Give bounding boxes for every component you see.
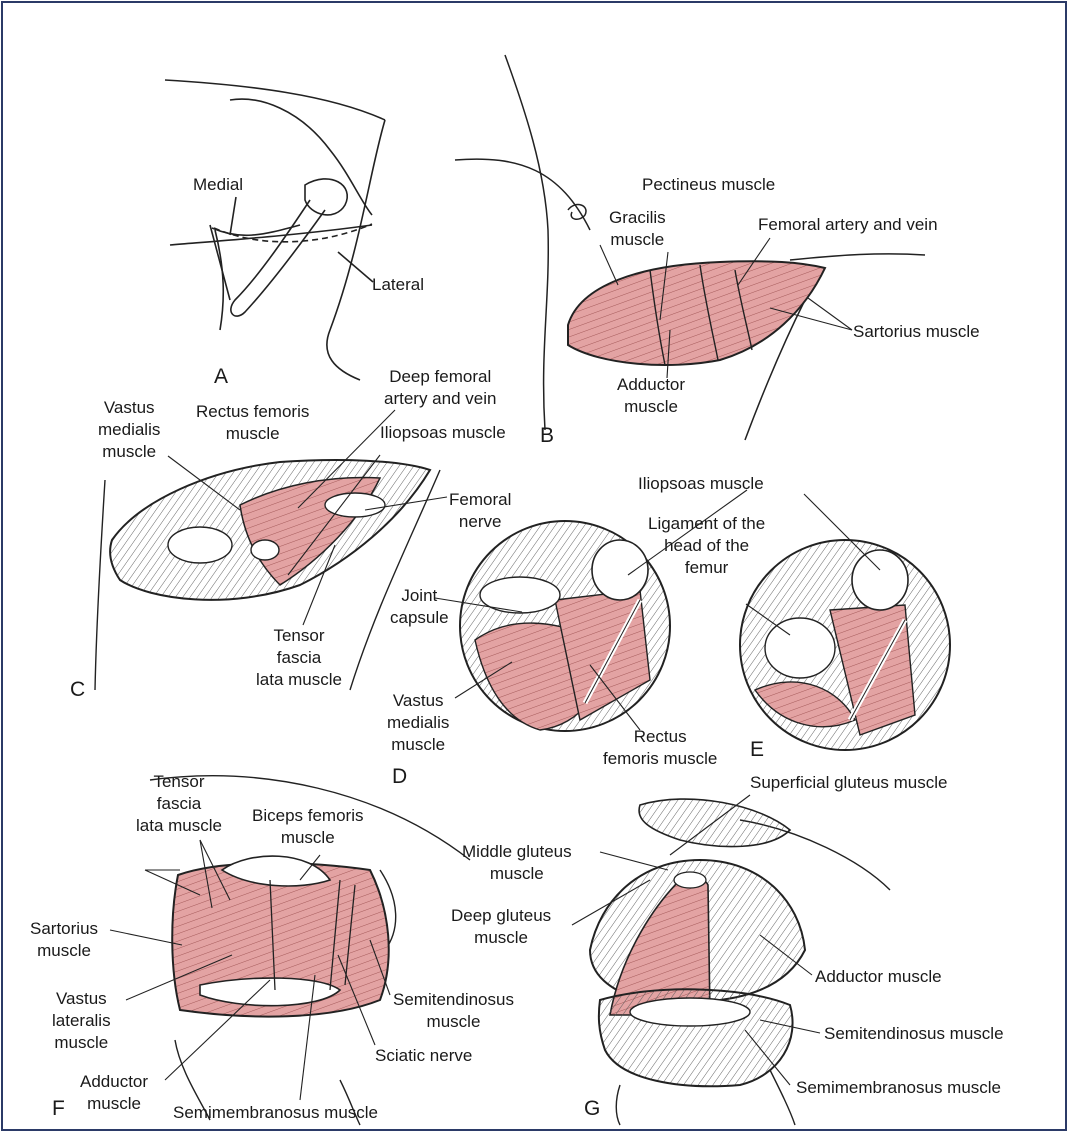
- panel-letter-b: B: [540, 424, 554, 448]
- label-joint-capsule: Joint capsule: [390, 585, 449, 629]
- label-rectus-femoris-muscle-d: Rectus femoris muscle: [603, 726, 717, 770]
- panel-g-drawing: [572, 795, 890, 1125]
- label-semitendinosus-muscle-g: Semitendinosus muscle: [824, 1023, 1004, 1045]
- label-iliopsoas-muscle-c: Iliopsoas muscle: [380, 422, 506, 444]
- label-ligament-of-the-head-of-the-femur: Ligament of the head of the femur: [648, 513, 765, 579]
- label-semitendinosus-muscle-f: Semitendinosus muscle: [393, 989, 514, 1033]
- label-medial: Medial: [193, 174, 243, 196]
- panel-a-drawing: [165, 80, 385, 380]
- panel-letter-d: D: [392, 765, 407, 789]
- label-biceps-femoris-muscle: Biceps femoris muscle: [252, 805, 363, 849]
- label-adductor-muscle-g: Adductor muscle: [815, 966, 942, 988]
- label-superficial-gluteus-muscle: Superficial gluteus muscle: [750, 772, 947, 794]
- label-semimembranosus-muscle-f: Semimembranosus muscle: [173, 1102, 378, 1124]
- label-vastus-lateralis-muscle: Vastus lateralis muscle: [52, 988, 111, 1054]
- label-sartorius-muscle-f: Sartorius muscle: [30, 918, 98, 962]
- panel-letter-c: C: [70, 678, 85, 702]
- label-vastus-medialis-muscle-d: Vastus medialis muscle: [387, 690, 449, 756]
- label-adductor-muscle-f: Adductor muscle: [80, 1071, 148, 1115]
- label-pectineus-muscle: Pectineus muscle: [642, 174, 775, 196]
- label-femoral-nerve: Femoral nerve: [449, 489, 511, 533]
- panel-letter-a: A: [214, 365, 228, 389]
- label-semimembranosus-muscle-g: Semimembranosus muscle: [796, 1077, 1001, 1099]
- label-middle-gluteus-muscle: Middle gluteus muscle: [462, 841, 572, 885]
- label-lateral: Lateral: [372, 274, 424, 296]
- panel-b-drawing: [455, 55, 925, 440]
- label-rectus-femoris-muscle: Rectus femoris muscle: [196, 401, 309, 445]
- label-iliopsoas-muscle-d: Iliopsoas muscle: [638, 473, 764, 495]
- label-deep-femoral-artery-and-vein: Deep femoral artery and vein: [384, 366, 496, 410]
- label-adductor-muscle: Adductor muscle: [617, 374, 685, 418]
- label-femoral-artery-and-vein: Femoral artery and vein: [758, 214, 938, 236]
- panel-letter-e: E: [750, 738, 764, 762]
- label-gracilis-muscle: Gracilis muscle: [609, 207, 666, 251]
- panel-e-drawing: [740, 494, 950, 750]
- label-vastus-medialis-muscle: Vastus medialis muscle: [98, 397, 160, 463]
- label-tensor-fascia-lata-muscle-c: Tensor fascia lata muscle: [256, 625, 342, 691]
- label-sartorius-muscle: Sartorius muscle: [853, 321, 980, 343]
- panel-letter-f: F: [52, 1097, 65, 1121]
- label-tensor-fascia-lata-muscle-f: Tensor fascia lata muscle: [136, 771, 222, 837]
- panel-letter-g: G: [584, 1097, 600, 1121]
- label-deep-gluteus-muscle: Deep gluteus muscle: [451, 905, 551, 949]
- label-sciatic-nerve: Sciatic nerve: [375, 1045, 472, 1067]
